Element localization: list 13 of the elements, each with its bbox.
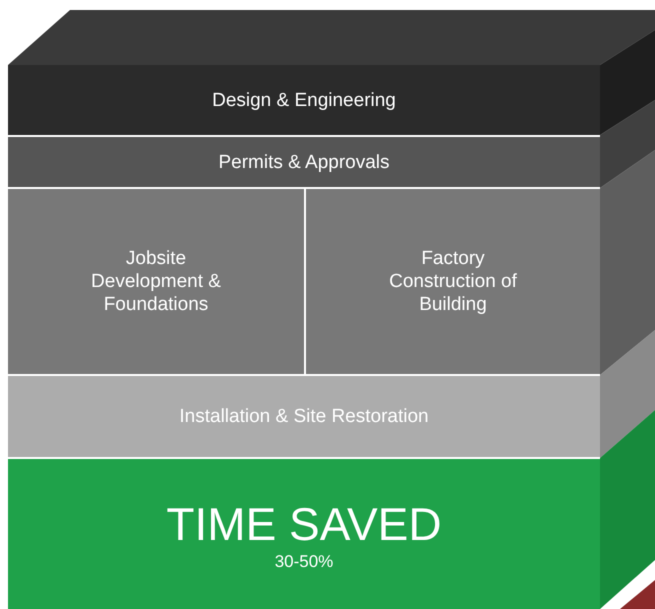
layer-panel	[8, 189, 304, 374]
layer-label: Installation & Site Restoration	[179, 405, 429, 428]
layer-label: Jobsite Development & Foundations	[90, 247, 222, 316]
layer-band	[8, 65, 600, 135]
layer-label: Design & Engineering	[212, 88, 396, 112]
percentage-label: 30-50%	[274, 552, 334, 572]
layer-band	[8, 376, 600, 457]
layer-label: TIME SAVED	[166, 496, 442, 552]
layer-band	[8, 137, 600, 187]
layer-label: Permits & Approvals	[218, 150, 390, 174]
layer-panel	[306, 189, 600, 374]
layer-label: Factory Construction of Building	[388, 247, 518, 316]
result-band	[8, 459, 600, 609]
